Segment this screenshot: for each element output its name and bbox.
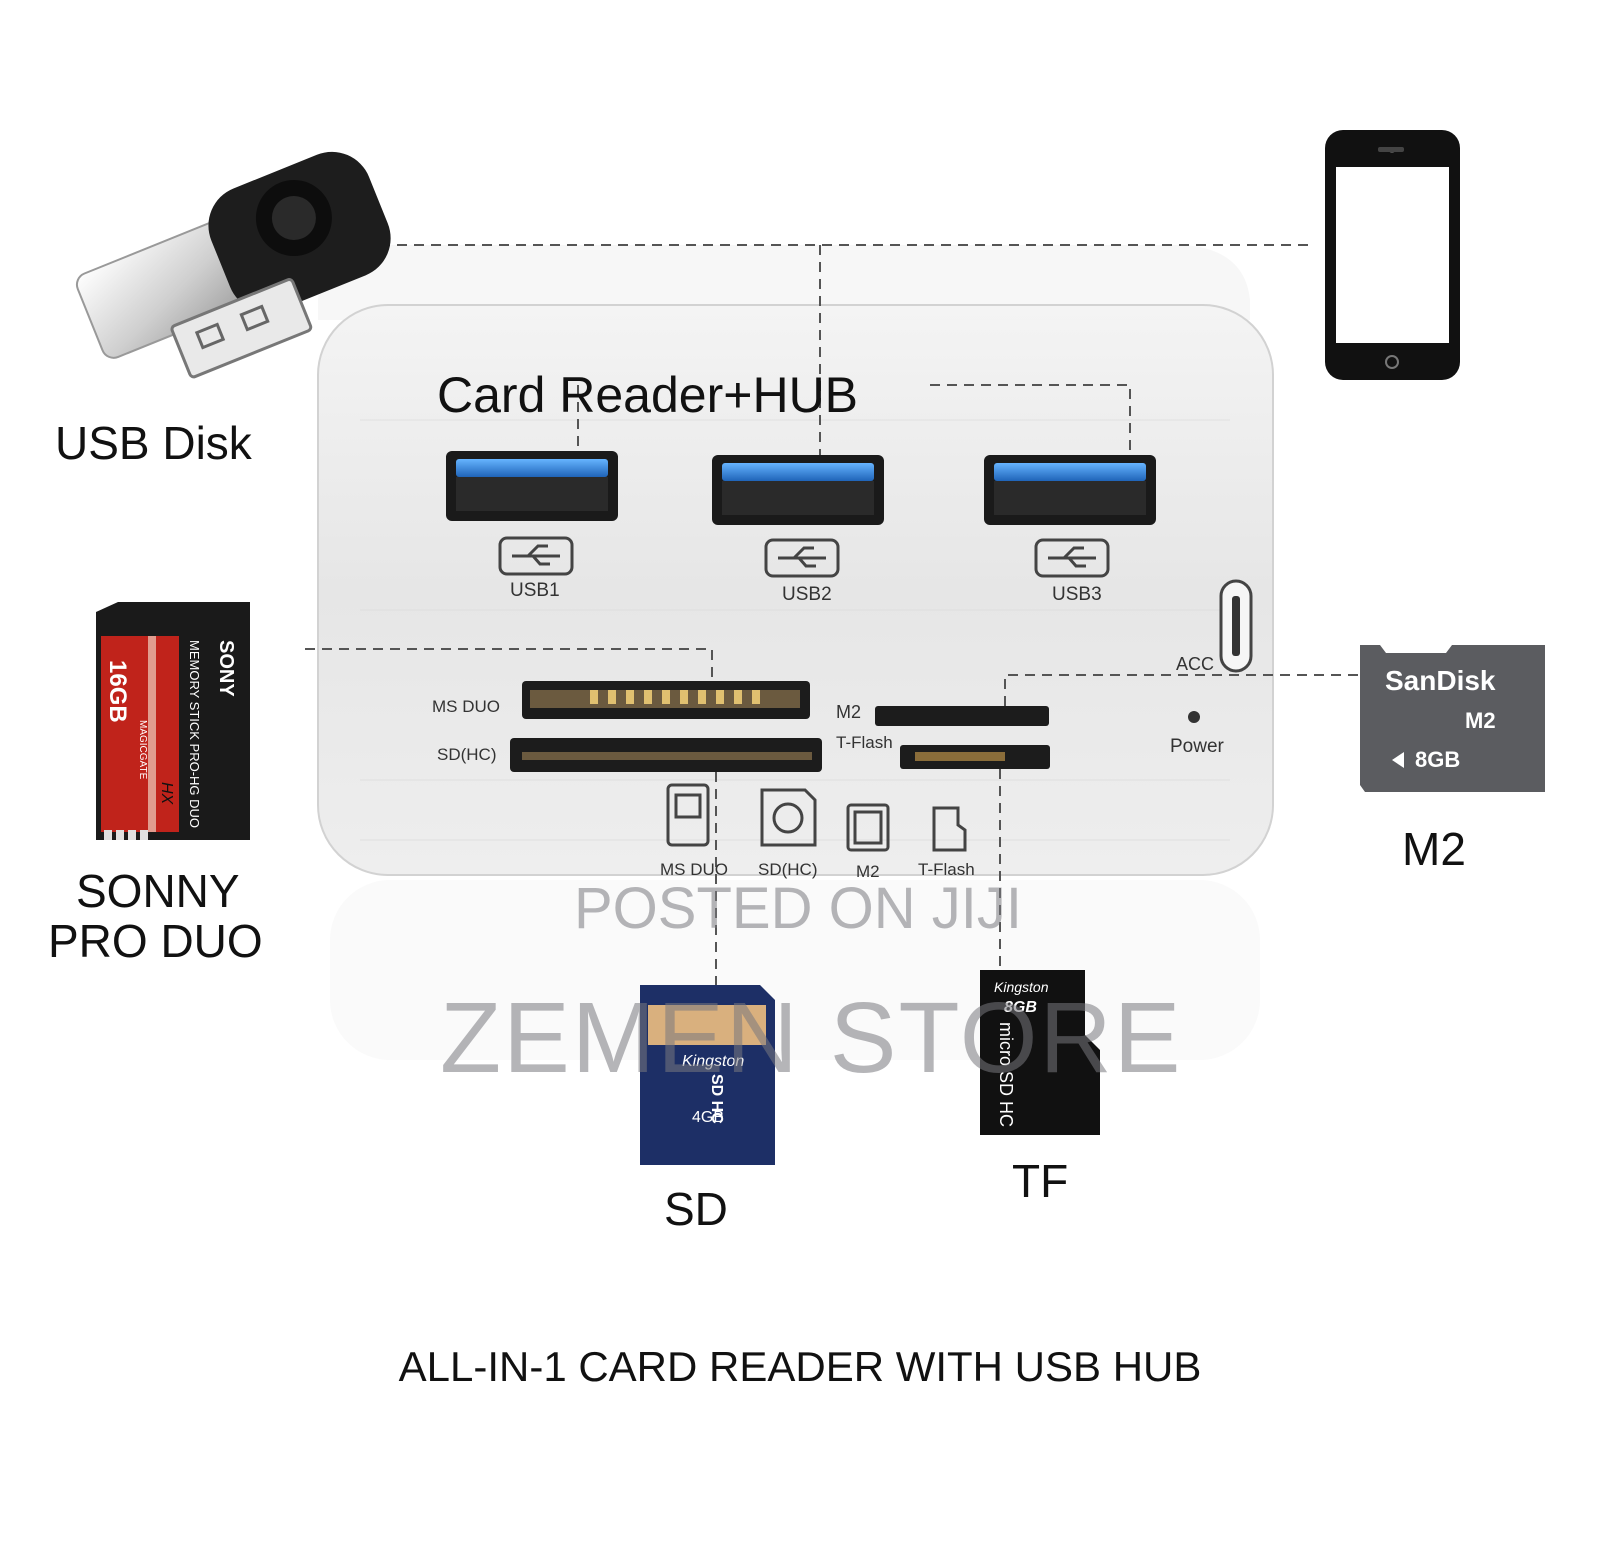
t-flash-slot-label: T-Flash (836, 733, 893, 752)
hub-title: Card Reader+HUB (437, 367, 858, 423)
ms-duo-slot-label: MS DUO (432, 697, 500, 716)
ms-duo-icon-label: MS DUO (660, 860, 728, 879)
sony-card-capacity: 16GB (104, 660, 131, 723)
t-flash-icon-label: T-Flash (918, 860, 975, 879)
usb2-label: USB2 (782, 584, 832, 605)
acc-label: ACC (1176, 654, 1214, 674)
hub-front-face (317, 304, 1274, 876)
sd-brand: Kingston (682, 1053, 744, 1070)
power-label: Power (1170, 736, 1225, 757)
ms-duo-slot (522, 681, 810, 719)
footer-caption: ALL-IN-1 CARD READER WITH USB HUB (398, 1343, 1202, 1390)
usb-symbol-icon (498, 536, 574, 576)
hub-top-face (318, 245, 1250, 320)
sandisk-m2-card: SanDisk M2 8GB (1360, 645, 1545, 792)
sony-card-mark: HX (158, 782, 175, 806)
smartphone (1325, 130, 1460, 380)
watermark-posted: POSTED ON JIJI (574, 876, 1022, 941)
tf-brand: Kingston (994, 979, 1049, 995)
t-flash-card-icon (932, 806, 967, 852)
sd-capacity: 4GB (692, 1109, 724, 1126)
usb-symbol-icon (764, 538, 840, 578)
sd-hc-icon-label: SD(HC) (758, 860, 818, 879)
tf-capacity: 8GB (1004, 999, 1037, 1016)
acc-port (1219, 579, 1253, 673)
sandisk-brand: SanDisk (1385, 665, 1496, 696)
t-flash-slot (900, 745, 1050, 769)
m2-icon-label: M2 (856, 862, 880, 881)
brushed-texture (360, 419, 1230, 841)
usb-port-1 (446, 451, 618, 521)
sandisk-capacity: 8GB (1415, 747, 1460, 772)
usb-port-3 (984, 455, 1156, 525)
sandisk-type: M2 (1465, 708, 1496, 733)
sd-label: SD (664, 1183, 728, 1235)
sd-hc-slot-label: SD(HC) (437, 745, 497, 764)
home-button-icon (1385, 355, 1399, 369)
sony-memory-stick: SONY MEMORY STICK PRO-HG DUO 16GB HX MAG… (96, 602, 250, 840)
sony-label-line1: SONNY (76, 865, 240, 917)
usb3-label: USB3 (1052, 584, 1102, 605)
m2-slot (875, 706, 1049, 726)
capacity-arrow-icon (1392, 752, 1404, 768)
card-reader-hub (317, 245, 1274, 876)
m2-card-icon (846, 803, 890, 852)
power-led-icon (1188, 711, 1200, 723)
m2-label: M2 (1402, 823, 1466, 875)
usb-port-2 (712, 455, 884, 525)
usb-symbol-icon (1034, 538, 1110, 578)
sd-type: SD HC (708, 1074, 725, 1124)
sd-slot (510, 738, 822, 772)
ms-duo-icon (666, 783, 710, 847)
connector-lines (305, 244, 1360, 985)
kingston-sd-card: Kingston SD HC 4GB (640, 985, 775, 1165)
m2-slot-label: M2 (836, 702, 861, 722)
sd-card-icon (760, 788, 817, 847)
tf-label: TF (1012, 1155, 1069, 1207)
sony-label-line2: PRO DUO (48, 915, 263, 967)
sony-card-gate: MAGICGATE (137, 720, 148, 780)
sony-card-text: MEMORY STICK PRO-HG DUO (187, 640, 202, 828)
tf-type: micro SD HC (996, 1022, 1016, 1127)
usb-disk (75, 151, 391, 379)
usb-disk-label: USB Disk (55, 417, 252, 469)
sony-card-brand: SONY (215, 640, 237, 697)
kingston-microsd-card: Kingston 8GB micro SD HC (980, 970, 1100, 1135)
usb1-label: USB1 (510, 580, 560, 601)
watermark-store: ZEMEN STORE (440, 982, 1183, 1094)
